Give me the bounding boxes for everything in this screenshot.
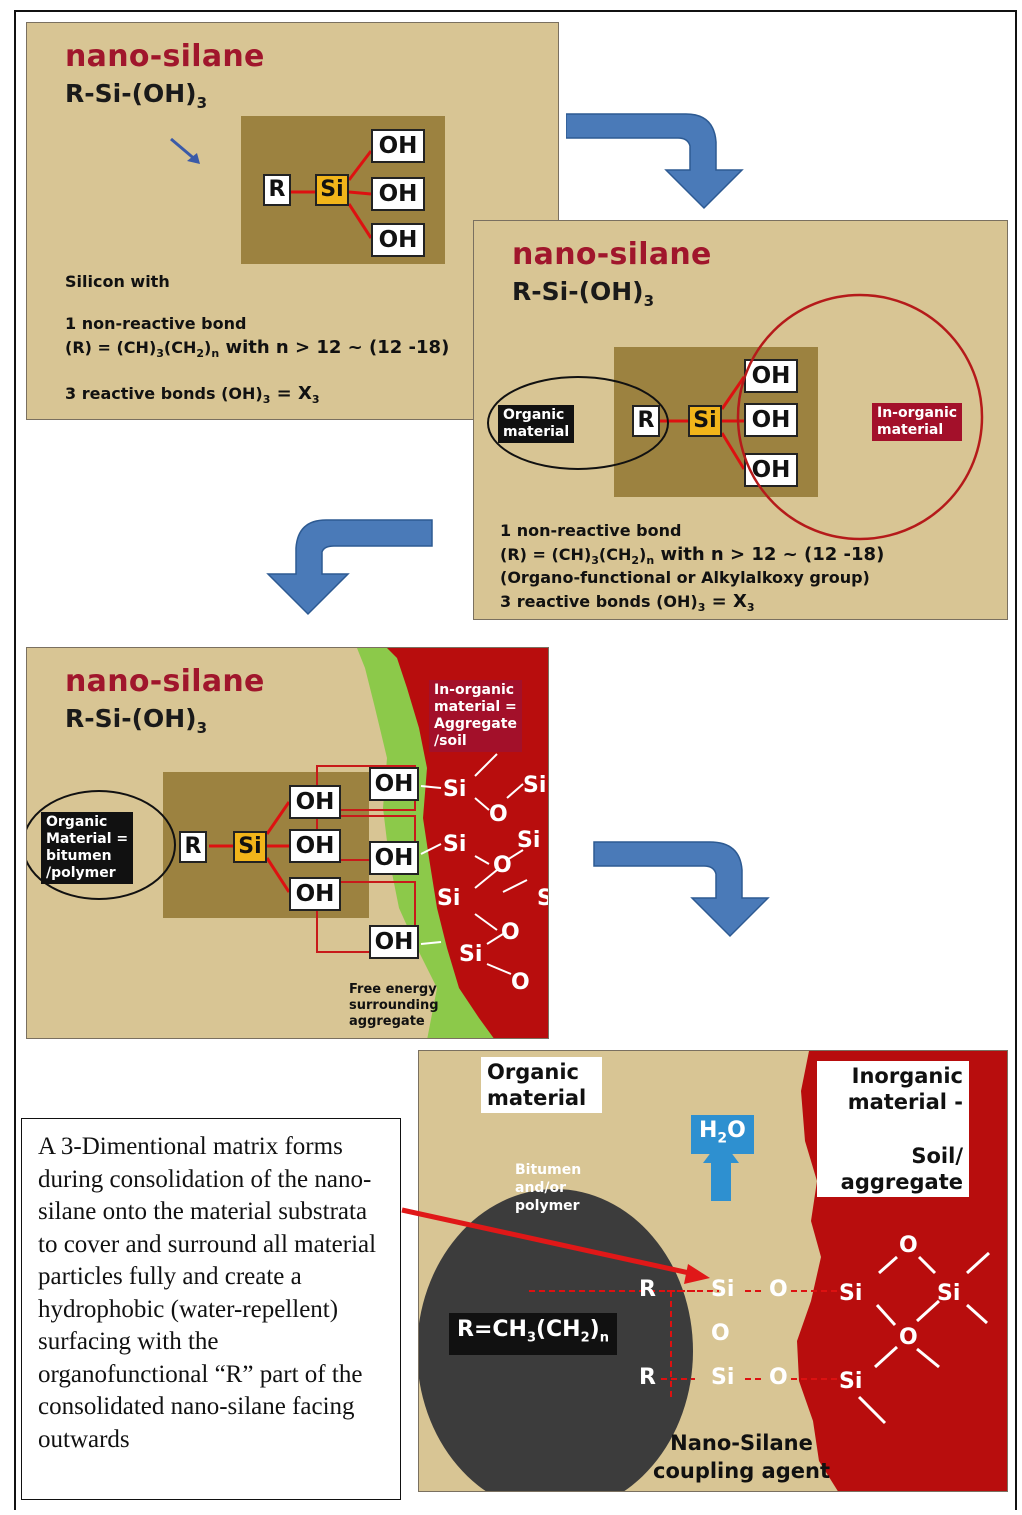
- matrix-o: O: [489, 802, 508, 827]
- matrix-o: O: [493, 853, 512, 878]
- r-group-box: R: [179, 831, 207, 863]
- silicon-box: Si: [315, 174, 349, 206]
- desc-line: 3 reactive bonds (OH)3 = X3: [500, 591, 755, 615]
- bond-o: O: [711, 1321, 730, 1346]
- desc-line: (R) = (CH)3(CH2)n with n > 12 ~ (12 -18): [500, 544, 885, 568]
- matrix-o: O: [501, 920, 520, 945]
- pointer-arrow-icon: [170, 137, 200, 164]
- matrix-si: Si: [517, 828, 541, 853]
- bond-r: R: [639, 1277, 656, 1302]
- silicon-box: Si: [688, 405, 722, 437]
- r-formula: R=CH3(CH2)n: [449, 1313, 617, 1356]
- matrix-si: Si: [523, 773, 547, 798]
- matrix-o: O: [511, 970, 530, 995]
- oh-box: OH: [744, 403, 798, 437]
- oh-box: OH: [289, 829, 341, 863]
- flow-arrow-3: [593, 841, 770, 938]
- oh-box: OH: [371, 223, 425, 257]
- bond-lines: [660, 376, 746, 470]
- silane-formula: R-Si-(OH)3: [65, 704, 208, 737]
- matrix-o: O: [899, 1233, 918, 1258]
- panel-title: nano-silane: [512, 237, 712, 272]
- matrix-si: Si: [839, 1281, 863, 1306]
- bond-si: Si: [711, 1277, 735, 1302]
- desc-line: (Organo-functional or Alkylalkoxy group): [500, 568, 870, 587]
- matrix-o: O: [899, 1325, 918, 1350]
- matrix-si: Si: [437, 886, 461, 911]
- panel-silane-bonding: nano-silane R-Si-(OH)3 R Si OH OH OH Org…: [473, 220, 1008, 620]
- oh-box-surface: OH: [369, 925, 419, 959]
- bond-si: Si: [711, 1365, 735, 1390]
- panel-title: nano-silane: [65, 664, 265, 699]
- desc-line: Silicon with: [65, 272, 170, 291]
- r-group-box: R: [632, 405, 660, 437]
- bond-o: O: [769, 1365, 788, 1390]
- oh-box: OH: [371, 177, 425, 211]
- matrix-si: Si: [443, 777, 467, 802]
- silicon-box: Si: [233, 831, 267, 863]
- silane-formula: R-Si-(OH)3: [512, 277, 655, 310]
- desc-line: 1 non-reactive bond: [500, 521, 682, 540]
- bond-r: R: [639, 1365, 656, 1390]
- panel-silane-structure: nano-silane R-Si-(OH)3 R Si OH OH OH Sil…: [26, 22, 559, 420]
- desc-line: 1 non-reactive bond: [65, 314, 247, 333]
- matrix-si: Si: [839, 1369, 863, 1394]
- flow-arrow-2: [266, 519, 433, 616]
- silane-formula: R-Si-(OH)3: [65, 79, 208, 112]
- organic-ellipse: [27, 790, 176, 900]
- grouping-ellipses: [487, 293, 984, 541]
- r-group-box: R: [263, 174, 291, 206]
- matrix-si: Si: [443, 832, 467, 857]
- oh-box-surface: OH: [369, 841, 419, 875]
- oh-box: OH: [289, 877, 341, 911]
- explanation-note: A 3-Dimentional matrix forms during cons…: [21, 1118, 401, 1500]
- matrix-si: Si: [459, 942, 483, 967]
- oh-box: OH: [744, 453, 798, 487]
- oh-box: OH: [289, 785, 341, 819]
- oh-box-surface: OH: [369, 767, 419, 801]
- panel-silane-aggregate: nano-silane R-Si-(OH)3 R Si OH OH OH OH …: [26, 647, 549, 1039]
- matrix-si: Si: [937, 1281, 961, 1306]
- desc-line: (R) = (CH)3(CH2)n with n > 12 ~ (12 -18): [65, 337, 450, 361]
- bond-o: O: [769, 1277, 788, 1302]
- flow-arrow-1: [566, 113, 744, 210]
- water-badge: H2O: [691, 1115, 754, 1155]
- panel-title: nano-silane: [65, 39, 265, 74]
- desc-line: 3 reactive bonds (OH)3 = X3: [65, 383, 320, 407]
- figure-frame: [14, 10, 1017, 1510]
- matrix-s: S: [537, 886, 548, 911]
- oh-box: OH: [371, 129, 425, 163]
